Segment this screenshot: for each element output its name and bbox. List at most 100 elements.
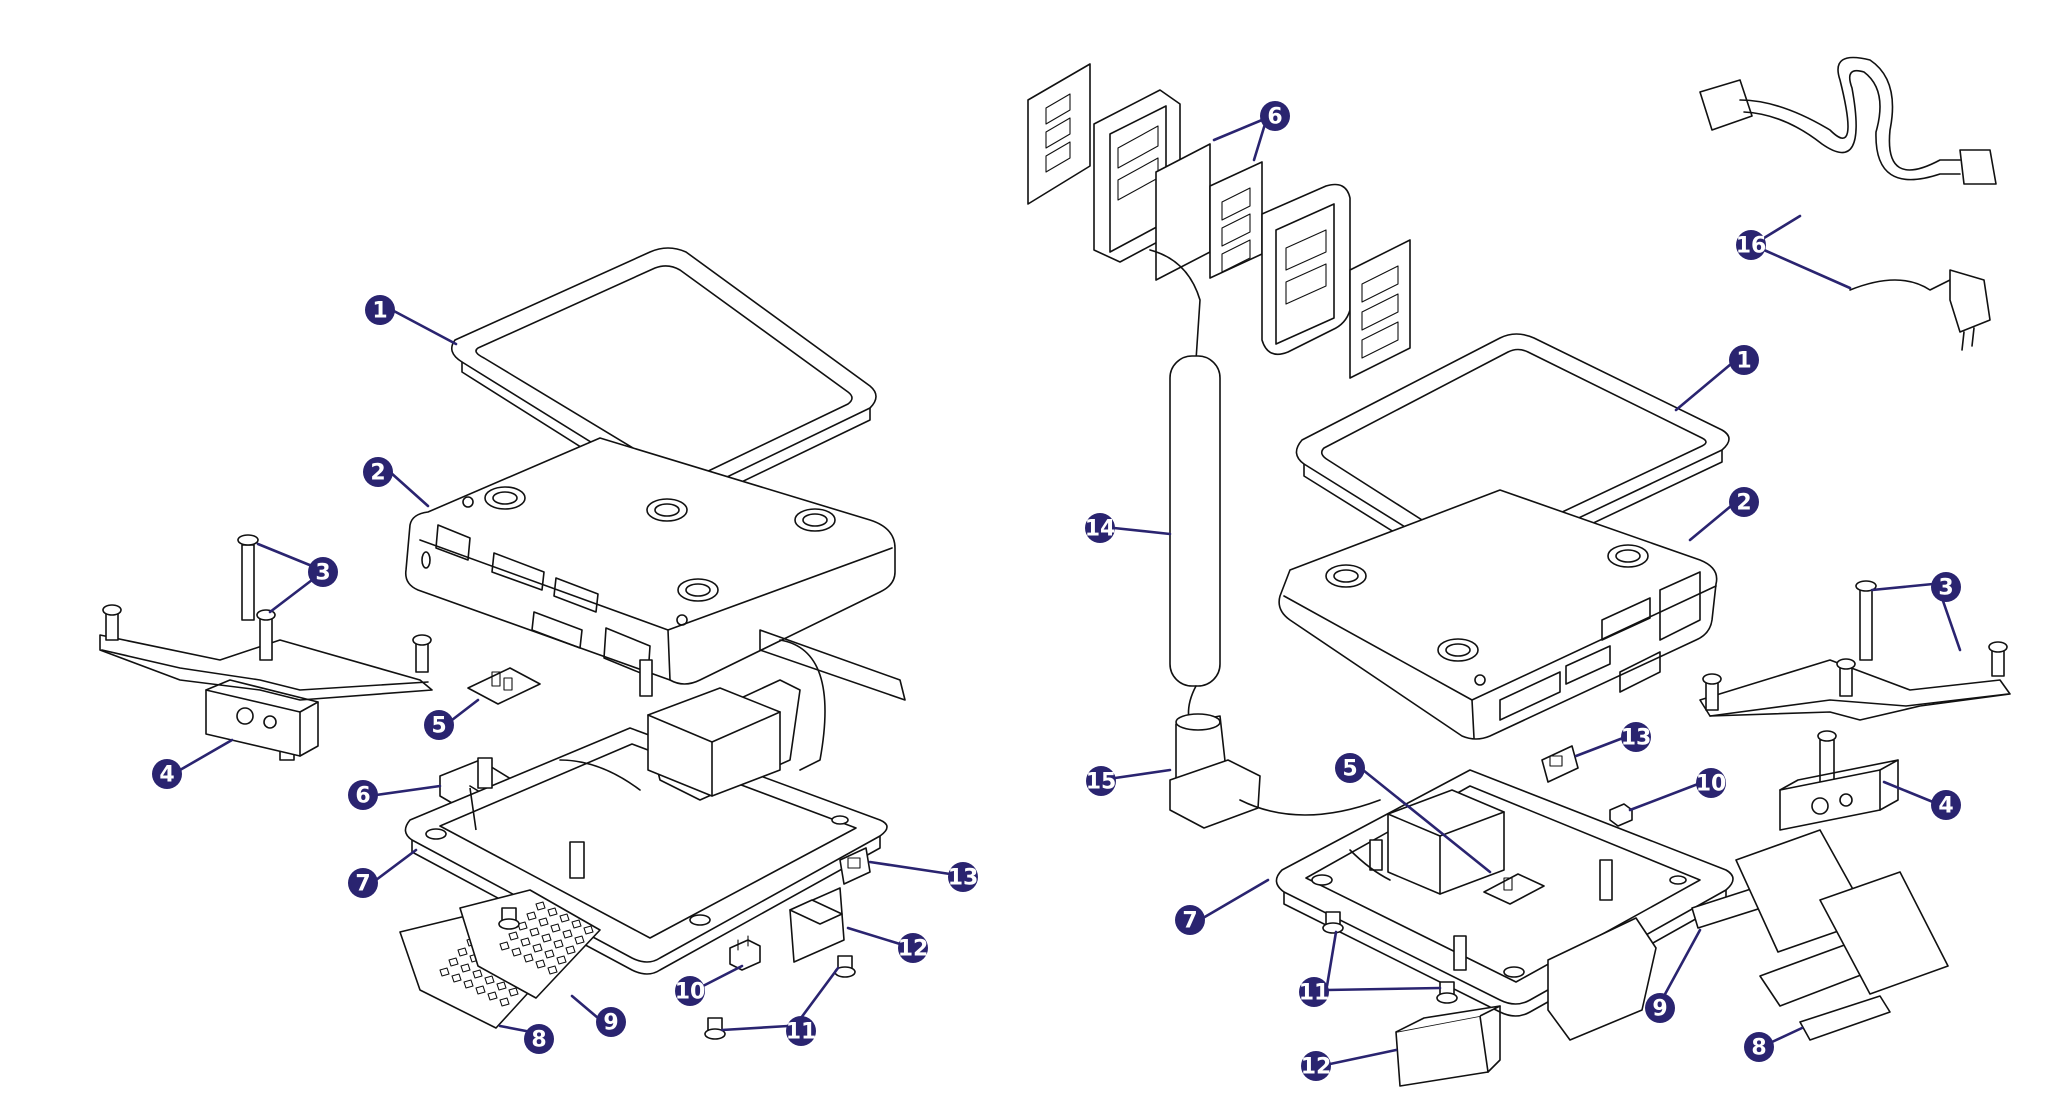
callout-number: 5	[1342, 757, 1357, 782]
callout-number: 1	[1736, 349, 1751, 374]
callout-number: 1	[372, 299, 387, 324]
callout-number: 15	[1086, 770, 1117, 795]
callout-badge	[1175, 905, 1205, 935]
callout-left-2: 2	[363, 457, 393, 487]
callout-number: 11	[1299, 981, 1330, 1006]
callout-right-8: 8	[1744, 1032, 1774, 1062]
callout-number: 4	[159, 763, 174, 788]
callout-number: 6	[1267, 105, 1282, 130]
left-pcb	[467, 667, 541, 705]
callout-left-12: 12	[898, 933, 929, 963]
right-top-housing	[1278, 489, 1718, 740]
callout-badge	[596, 1007, 626, 1037]
callout-number: 2	[370, 461, 385, 486]
callout-right-3: 3	[1931, 572, 1961, 602]
callout-number: 12	[898, 937, 929, 962]
callout-badge	[1729, 487, 1759, 517]
callout-badge	[1696, 768, 1726, 798]
callout-left-8: 8	[524, 1024, 554, 1054]
right-spider-support	[1699, 580, 2011, 831]
callout-badge	[424, 710, 454, 740]
left-top-housing	[404, 437, 896, 685]
callout-badge	[1335, 753, 1365, 783]
right-connector	[1541, 745, 1579, 783]
callout-right-11: 11	[1299, 977, 1330, 1007]
callout-badge	[1085, 513, 1115, 543]
callout-number: 10	[1696, 772, 1727, 797]
right-display-panels	[1027, 63, 1411, 379]
callout-right-10: 10	[1696, 768, 1727, 798]
callout-left-1: 1	[365, 295, 395, 325]
callout-badge	[348, 868, 378, 898]
right-pcb	[1483, 873, 1545, 905]
right-pole-base	[1169, 713, 1381, 829]
left-battery	[789, 887, 845, 963]
callout-left-5: 5	[424, 710, 454, 740]
callout-badge	[1744, 1032, 1774, 1062]
callout-badge	[1645, 993, 1675, 1023]
callout-number: 9	[603, 1011, 618, 1036]
callout-left-10: 10	[675, 976, 705, 1006]
callout-badge	[1301, 1051, 1331, 1081]
callout-right-7: 7	[1175, 905, 1205, 935]
callout-right-14: 14	[1085, 513, 1116, 543]
right-terminal	[1609, 803, 1633, 827]
callout-badge	[1621, 722, 1651, 752]
callout-right-6: 6	[1260, 101, 1290, 131]
callout-number: 14	[1085, 517, 1116, 542]
callout-number: 11	[786, 1020, 817, 1045]
callout-left-3: 3	[308, 557, 338, 587]
right-battery	[1395, 1005, 1501, 1087]
right-keypads	[1691, 829, 1949, 1041]
callout-badge	[1931, 790, 1961, 820]
callout-number: 5	[431, 714, 446, 739]
callout-number: 7	[355, 872, 370, 897]
left-terminal	[729, 935, 761, 971]
callout-number: 6	[355, 784, 370, 809]
left-spider-support	[99, 534, 433, 761]
callout-badge	[675, 976, 705, 1006]
callout-right-9: 9	[1645, 993, 1675, 1023]
callout-number: 16	[1736, 234, 1767, 259]
callout-badge	[152, 759, 182, 789]
callout-badge	[1736, 230, 1766, 260]
callout-number: 13	[1621, 726, 1652, 751]
callout-number: 13	[948, 866, 979, 891]
callout-left-4: 4	[152, 759, 182, 789]
callout-number: 8	[1751, 1036, 1766, 1061]
callout-left-13: 13	[948, 862, 979, 892]
callout-right-12: 12	[1301, 1051, 1331, 1081]
callout-left-6: 6	[348, 780, 378, 810]
callout-left-9: 9	[596, 1007, 626, 1037]
right-power-cords	[1699, 56, 1997, 351]
callout-right-4: 4	[1931, 790, 1961, 820]
callout-badge	[948, 862, 978, 892]
callout-badge	[348, 780, 378, 810]
callout-badge	[1729, 345, 1759, 375]
left-base	[404, 629, 906, 975]
callout-badge	[308, 557, 338, 587]
callout-number: 3	[315, 561, 330, 586]
callout-number: 9	[1652, 997, 1667, 1022]
callout-number: 2	[1736, 491, 1751, 516]
callout-right-15: 15	[1086, 766, 1117, 796]
left-connector	[839, 847, 871, 885]
callout-badge	[1931, 572, 1961, 602]
left-scale-assembly	[99, 247, 952, 1040]
callout-right-1: 1	[1729, 345, 1759, 375]
callout-right-16: 16	[1736, 230, 1767, 260]
callout-right-5: 5	[1335, 753, 1365, 783]
callout-number: 4	[1938, 794, 1953, 819]
left-keypads	[399, 889, 601, 1029]
callout-badge	[524, 1024, 554, 1054]
callout-badge	[363, 457, 393, 487]
callout-badge	[365, 295, 395, 325]
callout-right-13: 13	[1621, 722, 1652, 752]
callout-badge	[786, 1016, 816, 1046]
callout-badge	[898, 933, 928, 963]
right-scale-assembly	[1027, 56, 2011, 1087]
callout-right-2: 2	[1729, 487, 1759, 517]
